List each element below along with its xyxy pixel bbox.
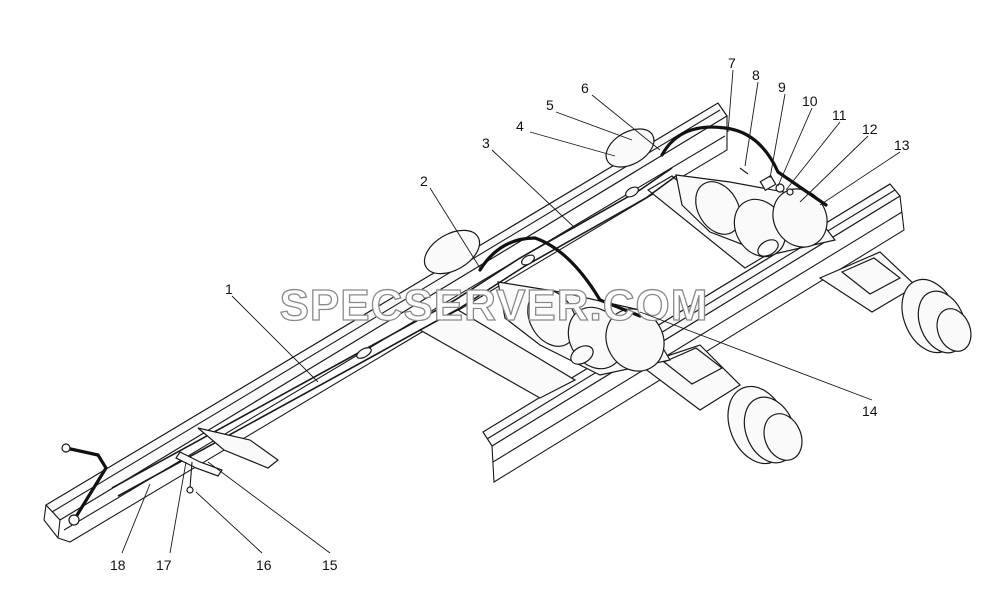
callout-labels: 1 2 3 4 5 6 7 8 9 10 11 12 13 14 15 16 1… [110, 55, 910, 573]
callout-15: 15 [322, 557, 338, 573]
callout-9: 9 [778, 79, 786, 95]
brake-pipe-main [111, 167, 677, 497]
callout-17: 17 [156, 557, 172, 573]
callout-6: 6 [581, 80, 589, 96]
callout-7: 7 [728, 55, 736, 71]
callout-3: 3 [482, 135, 490, 151]
brake-hose-rear [660, 125, 828, 207]
pipe-bracket-clamp [175, 427, 279, 494]
leader-lines [121, 69, 901, 554]
watermark-text: SPECSERVER.COM [280, 281, 709, 330]
callout-10: 10 [802, 93, 818, 109]
callout-14: 14 [862, 403, 878, 419]
callout-13: 13 [894, 137, 910, 153]
callout-5: 5 [546, 97, 554, 113]
callout-4: 4 [516, 118, 524, 134]
callout-11: 11 [832, 107, 847, 123]
front-inlet-pipe [61, 443, 108, 526]
front-brake-assembly [423, 229, 671, 376]
brake-hose-front [478, 236, 642, 318]
callout-1: 1 [225, 281, 233, 297]
callout-2: 2 [420, 173, 428, 189]
callout-16: 16 [256, 557, 272, 573]
rear-axle-housing [638, 344, 803, 465]
fasteners [739, 167, 794, 196]
callout-8: 8 [752, 67, 760, 83]
callout-12: 12 [862, 121, 878, 137]
middle-axle-housing [818, 251, 972, 354]
callout-18: 18 [110, 557, 126, 573]
rear-brake-assembly [605, 128, 837, 258]
